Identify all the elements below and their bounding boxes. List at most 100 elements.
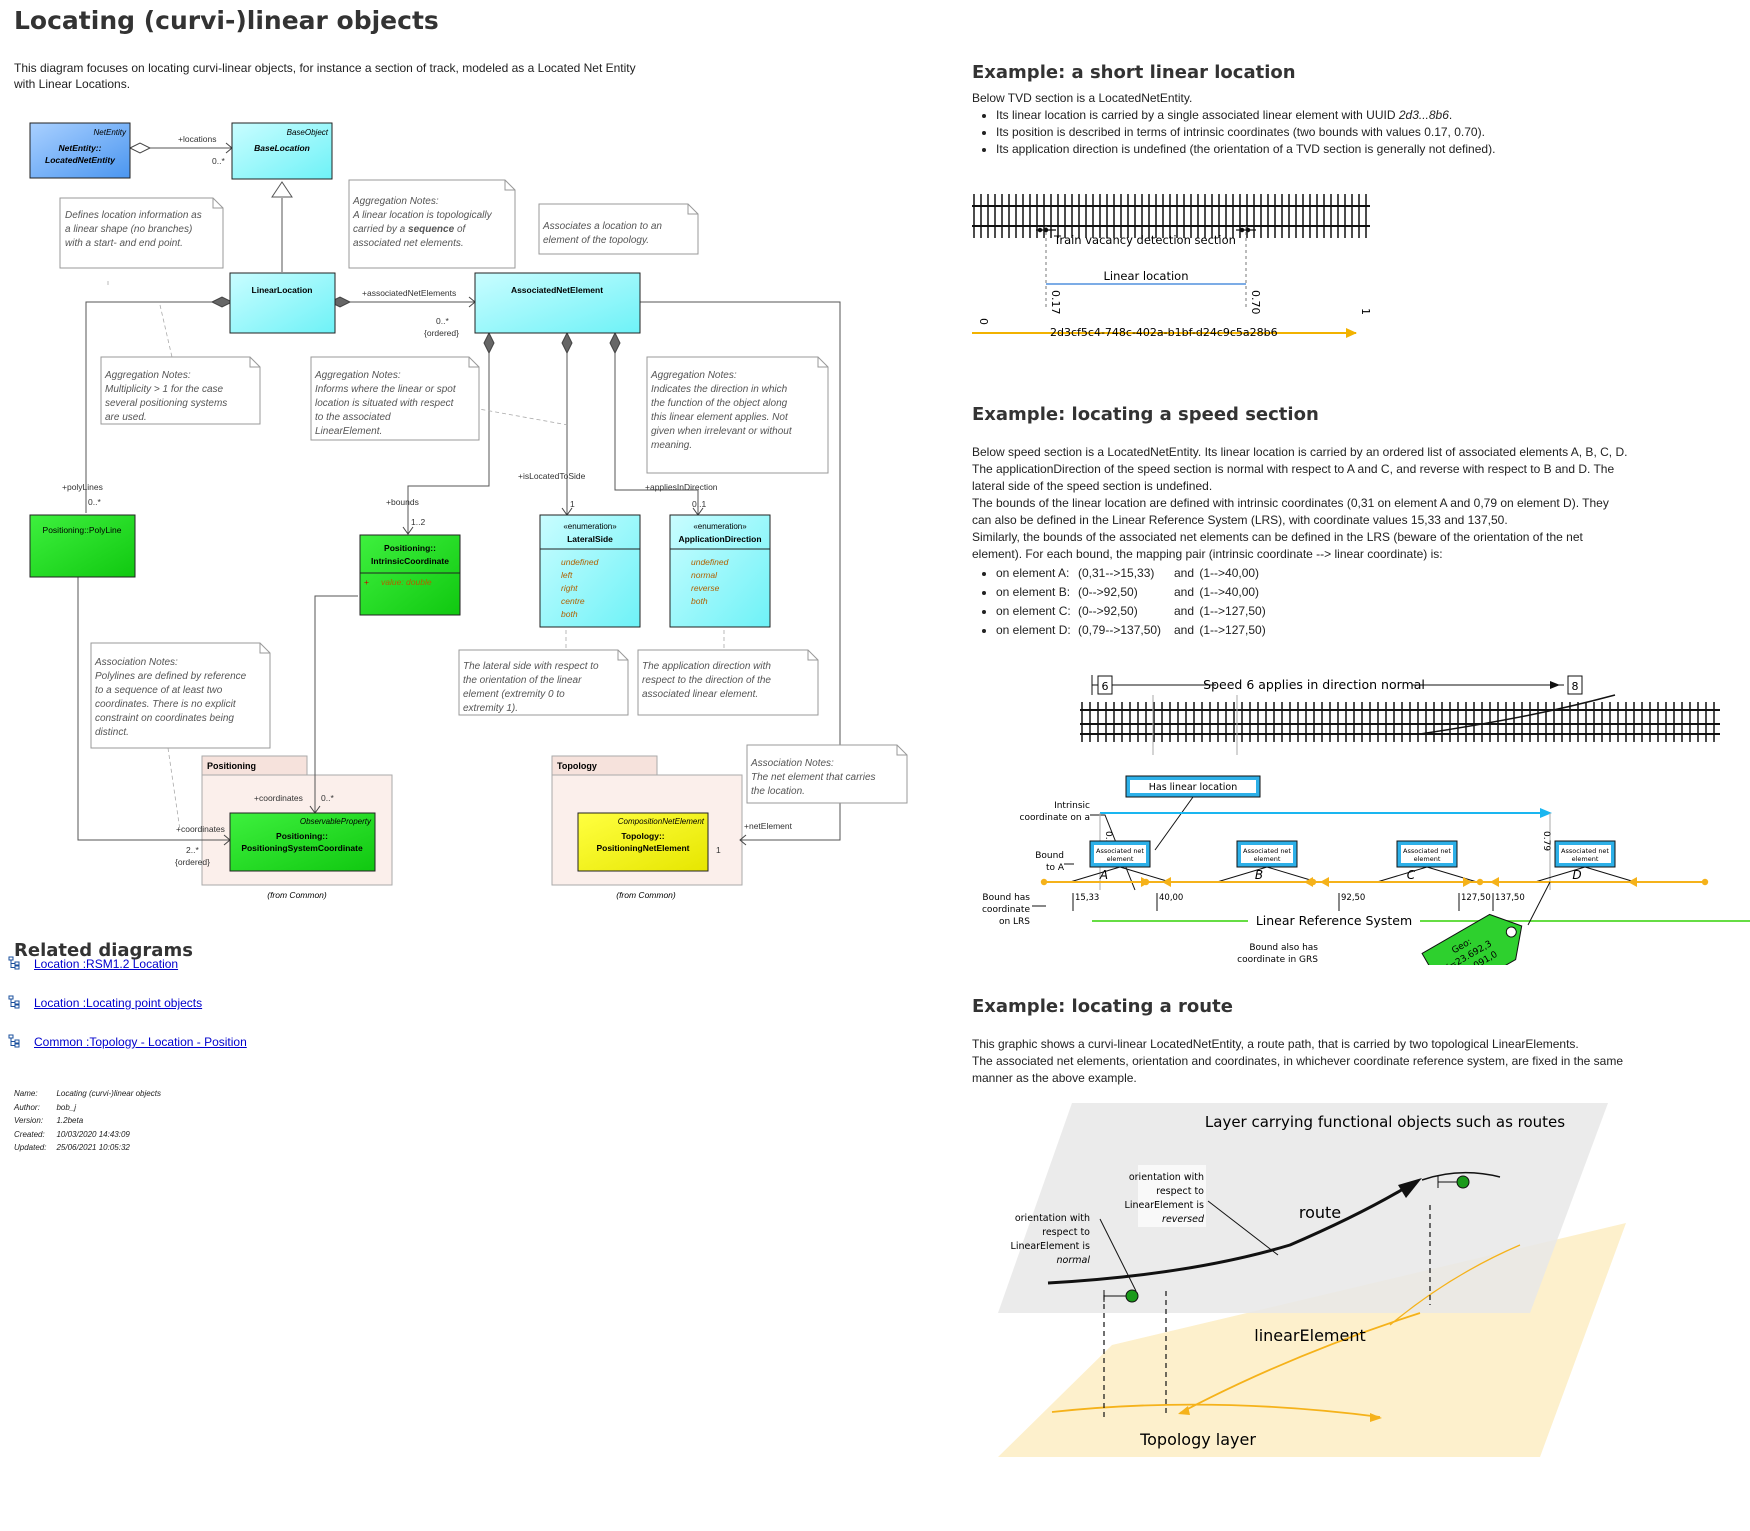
svg-text:coordinates. There is no expli: coordinates. There is no explicit — [95, 699, 237, 710]
svg-text:Polylines are defined by refer: Polylines are defined by reference — [95, 671, 247, 682]
svg-text:NetEntity::: NetEntity:: — [59, 143, 102, 153]
topology-from: (from Common) — [616, 890, 676, 900]
generalization-triangle — [271, 181, 293, 198]
svg-text:value: double: value: double — [381, 577, 432, 587]
svg-text:coordinate on a: coordinate on a — [1020, 813, 1090, 823]
class-associated-net-element[interactable]: AssociatedNetElement — [474, 272, 641, 334]
svg-text:PositioningSystemCoordinate: PositioningSystemCoordinate — [241, 843, 363, 853]
svg-text:Positioning::: Positioning:: — [384, 543, 436, 553]
svg-text:Aggregation Notes:: Aggregation Notes: — [352, 196, 439, 207]
svg-text:Association Notes:: Association Notes: — [94, 657, 178, 668]
svg-text:«enumeration»: «enumeration» — [693, 522, 747, 531]
speed-label: Speed 6 applies in direction normal — [1203, 677, 1425, 692]
intrinsic-079: 0.79 — [1541, 831, 1551, 851]
svg-text:associated linear element.: associated linear element. — [642, 689, 758, 700]
layer-label: Layer carrying functional objects such a… — [1205, 1113, 1565, 1131]
role-coordinates1: +coordinates — [254, 793, 303, 803]
related-title: Related diagrams — [14, 940, 193, 961]
svg-text:CompositionNetElement: CompositionNetElement — [618, 817, 705, 826]
svg-text:normal: normal — [691, 570, 718, 580]
svg-text:element: element — [1572, 855, 1599, 863]
class-positioning-system-coordinate[interactable]: ObservableProperty Positioning:: Positio… — [229, 812, 376, 872]
role-polylines: +polyLines — [62, 482, 103, 492]
svg-text:Positioning::PolyLine: Positioning::PolyLine — [43, 525, 122, 535]
topology-package-label: Topology — [557, 761, 597, 771]
direction-arrow — [1304, 877, 1313, 887]
note-appdir: The application direction with respect t… — [637, 649, 819, 716]
class-linear-location[interactable]: LinearLocation — [229, 272, 336, 334]
direction-arrow — [1162, 877, 1171, 887]
note-lateral: The lateral side with respect to the ori… — [458, 649, 629, 716]
svg-text:right: right — [561, 583, 578, 593]
related-link-2[interactable]: Location :Locating point objects — [8, 995, 202, 1010]
svg-text:«enumeration»: «enumeration» — [563, 522, 617, 531]
uml-connectors — [77, 147, 841, 841]
svg-text:Associates a location to an: Associates a location to an — [542, 221, 662, 232]
svg-text:this linear element applies. N: this linear element applies. Not — [651, 412, 789, 423]
direction-arrow — [1463, 877, 1472, 887]
svg-text:IntrinsicCoordinate: IntrinsicCoordinate — [371, 556, 449, 566]
example3-figure: Layer carrying functional objects such a… — [998, 1103, 1626, 1457]
svg-text:both: both — [561, 609, 578, 619]
svg-text:NetEntity: NetEntity — [94, 128, 127, 137]
diagram-icon — [8, 1034, 20, 1048]
role-bounds: +bounds — [386, 497, 419, 507]
svg-text:orientation with: orientation with — [1015, 1213, 1090, 1224]
example3-text: This graphic shows a curvi-linear Locate… — [972, 1037, 1624, 1085]
mult-netelement: 1 — [716, 845, 721, 855]
svg-text:Aggregation Notes:: Aggregation Notes: — [314, 370, 401, 381]
note-polylines: Association Notes: Polylines are defined… — [90, 642, 271, 749]
svg-text:The net element that carries: The net element that carries — [751, 772, 876, 783]
svg-text:to the associated: to the associated — [315, 412, 391, 423]
example2-figure: 6 8 Speed 6 applies in direction normal … — [982, 675, 1750, 965]
route-label: route — [1299, 1203, 1341, 1222]
svg-text:Topology::: Topology:: — [621, 831, 664, 841]
svg-text:A linear location is topologic: A linear location is topologically — [352, 210, 493, 221]
svg-text:element: element — [1107, 855, 1134, 863]
svg-text:Bound: Bound — [1035, 851, 1064, 861]
example1-text: Below TVD section is a LocatedNetEntity.… — [972, 90, 1672, 158]
svg-text:both: both — [691, 596, 708, 606]
mult-coordinates1: 0..* — [321, 793, 334, 803]
class-intrinsic-coordinate[interactable]: Positioning:: IntrinsicCoordinate + valu… — [359, 534, 461, 616]
class-net-entity[interactable]: NetEntity NetEntity:: LocatedNetEntity — [29, 122, 131, 179]
related-link-1[interactable]: Location :RSM1.2 Location — [8, 956, 178, 971]
lrs-value: 137,50 — [1495, 893, 1525, 903]
tvd-label: Train vacancy detection section — [1053, 233, 1236, 247]
class-positioning-net-element[interactable]: CompositionNetElement Topology:: Positio… — [577, 812, 709, 872]
example2-text: Below speed section is a LocatedNetEntit… — [972, 444, 1672, 641]
linear-location-label: Linear location — [1103, 269, 1188, 283]
svg-text:several positioning systems: several positioning systems — [105, 398, 227, 409]
diagram-icon — [8, 995, 20, 1009]
coord-070: 0.70 — [1249, 290, 1262, 315]
svg-text:Informs where the linear or sp: Informs where the linear or spot — [315, 384, 457, 395]
svg-text:Positioning::: Positioning:: — [276, 831, 328, 841]
bound-dot — [1040, 878, 1048, 886]
svg-text:undefined: undefined — [561, 557, 599, 567]
lrs-value: 92,50 — [1341, 893, 1365, 903]
element-letter: B — [1255, 868, 1263, 882]
mult-coordinates2: 2..* — [186, 845, 199, 855]
role-coordinates2: +coordinates — [176, 824, 225, 834]
svg-text:on LRS: on LRS — [999, 917, 1030, 927]
speed-sign-start — [1097, 675, 1113, 695]
svg-text:location is situated with resp: location is situated with respect — [315, 398, 455, 409]
route-line — [1047, 1183, 1411, 1285]
svg-text:the orientation of the linear: the orientation of the linear — [463, 675, 582, 686]
class-lateral-side[interactable]: «enumeration» LateralSide undefined left… — [539, 514, 641, 628]
related-link-3[interactable]: Common :Topology - Location - Position — [8, 1034, 247, 1049]
svg-text:Associated net: Associated net — [1243, 847, 1291, 855]
class-application-direction[interactable]: «enumeration» ApplicationDirection undef… — [669, 514, 771, 628]
svg-text:AssociatedNetElement: AssociatedNetElement — [511, 285, 603, 295]
class-polyline[interactable]: Positioning::PolyLine — [29, 514, 136, 578]
svg-text:meaning.: meaning. — [651, 440, 692, 451]
svg-text:element of the topology.: element of the topology. — [543, 235, 649, 246]
intro-text: This diagram focuses on locating curvi-l… — [14, 61, 636, 91]
topology-label: Topology layer — [1139, 1430, 1256, 1449]
positioning-from: (from Common) — [267, 890, 327, 900]
class-base-location[interactable]: BaseObject BaseLocation — [231, 122, 333, 180]
example2-title: Example: locating a speed section — [972, 404, 1319, 425]
svg-text:ObservableProperty: ObservableProperty — [300, 817, 372, 826]
note-informs: Aggregation Notes: Informs where the lin… — [310, 356, 480, 441]
